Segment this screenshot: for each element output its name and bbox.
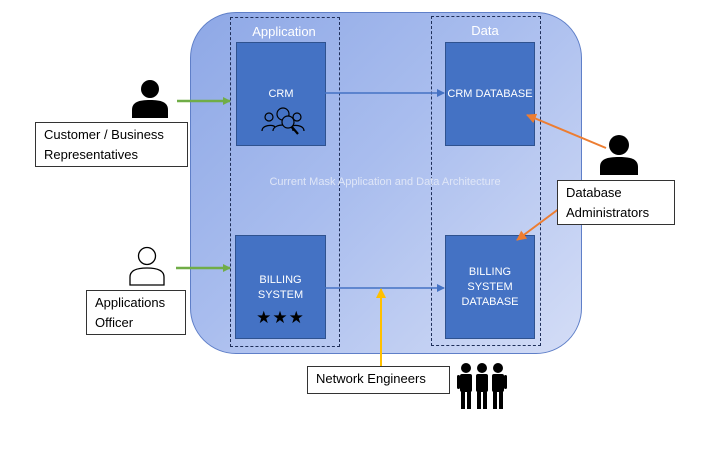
customer-label-line1: Customer / Business xyxy=(44,127,164,142)
database-administrators-callout: Database Administrators xyxy=(557,180,675,225)
billing-database-label-line2: SYSTEM xyxy=(467,281,513,293)
customer-label-line2: Representatives xyxy=(44,147,138,162)
data-column xyxy=(431,16,541,346)
applications-officer-callout: Applications Officer xyxy=(86,290,186,335)
network-engineers-callout: Network Engineers xyxy=(307,366,450,394)
crm-label: CRM xyxy=(268,88,294,100)
person-icon xyxy=(132,80,168,118)
billing-system-label-line1: BILLING xyxy=(259,274,302,286)
crm-database-node: CRM DATABASE xyxy=(445,42,535,146)
person-outline-icon xyxy=(129,246,165,286)
group-icon xyxy=(457,363,507,409)
application-column-title: Application xyxy=(252,24,316,39)
network-engineers-label: Network Engineers xyxy=(316,371,426,386)
dba-to-crm-database-arrow xyxy=(526,113,607,149)
billing-system-node: BILLING SYSTEM ★★★ xyxy=(235,235,326,339)
database-administrators-label-line1: Database xyxy=(566,185,622,200)
billing-system-label-line2: SYSTEM xyxy=(257,289,304,301)
architecture-caption: Current Mask Application and Data Archit… xyxy=(269,176,501,188)
applications-officer-label-line1: Applications xyxy=(95,295,166,310)
crm-database-label: CRM DATABASE xyxy=(447,88,533,100)
person-icon xyxy=(600,135,638,175)
database-administrators-label-line2: Administrators xyxy=(566,205,650,220)
data-column-title: Data xyxy=(471,23,499,38)
dba-to-billing-database-arrow xyxy=(516,207,561,241)
star-rating-icon: ★★★ xyxy=(256,308,305,327)
applications-officer-label-line2: Officer xyxy=(95,315,134,330)
search-people-icon xyxy=(261,107,305,135)
customer-callout: Customer / Business Representatives xyxy=(35,122,188,167)
billing-database-node: BILLING SYSTEM DATABASE xyxy=(445,235,535,339)
application-column xyxy=(230,17,340,347)
billing-database-label-line3: DATABASE xyxy=(461,296,519,308)
billing-database-label-line1: BILLING xyxy=(468,266,512,278)
crm-node: CRM xyxy=(236,42,326,146)
